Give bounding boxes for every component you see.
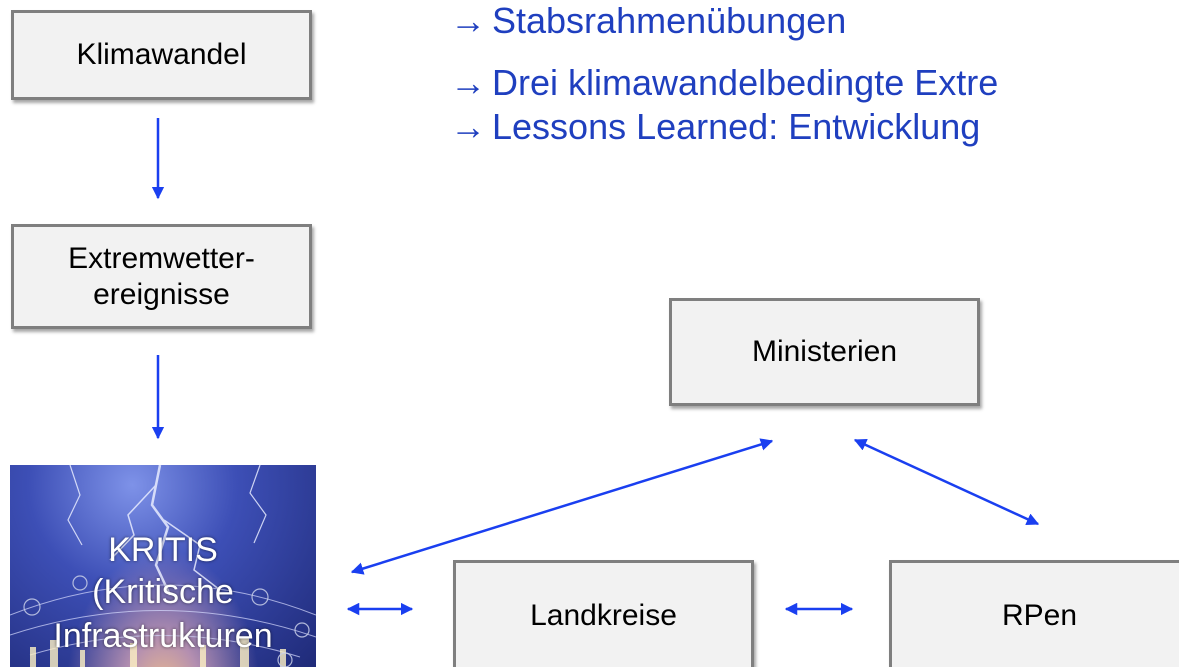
kritis-label-line1: KRITIS [108, 531, 218, 569]
extremwetter-label-line1: Extremwetter- [68, 242, 255, 276]
lightning-city-illustration [10, 465, 316, 667]
right-arrow-icon: → [450, 106, 486, 147]
arrow-ministerien-kritis [350, 438, 774, 575]
bullet-item: →Stabsrahmenübungen [450, 0, 846, 42]
kritis-image: KRITIS (Kritische Infrastrukturen [10, 465, 316, 667]
kritis-label-line2: (Kritische [92, 573, 234, 611]
bullet-text: Stabsrahmenübungen [492, 0, 847, 41]
right-arrow-icon: → [450, 62, 486, 103]
right-arrow-icon: → [450, 0, 486, 41]
rpen-label: RPen [1001, 599, 1078, 633]
klimawandel-label: Klimawandel [76, 38, 247, 72]
ministerien-label: Ministerien [751, 335, 898, 369]
bullet-item: →Drei klimawandelbedingte Extre [450, 62, 998, 104]
landkreise-box: Landkreise [453, 560, 754, 667]
rpen-box: RPen [889, 560, 1179, 667]
extremwetter-label-line2: ereignisse [93, 277, 230, 311]
arrow-ministerien-rpen [853, 438, 1040, 526]
ministerien-box: Ministerien [669, 298, 980, 406]
bullet-text: Drei klimawandelbedingte Extre [492, 62, 999, 103]
extremwetter-box: Extremwetter- ereignisse [11, 224, 312, 329]
klimawandel-box: Klimawandel [11, 10, 312, 100]
landkreise-label: Landkreise [530, 599, 677, 633]
kritis-label-line3: Infrastrukturen [53, 617, 273, 655]
bullet-item: →Lessons Learned: Entwicklung [450, 106, 980, 148]
bullet-text: Lessons Learned: Entwicklung [492, 106, 981, 147]
